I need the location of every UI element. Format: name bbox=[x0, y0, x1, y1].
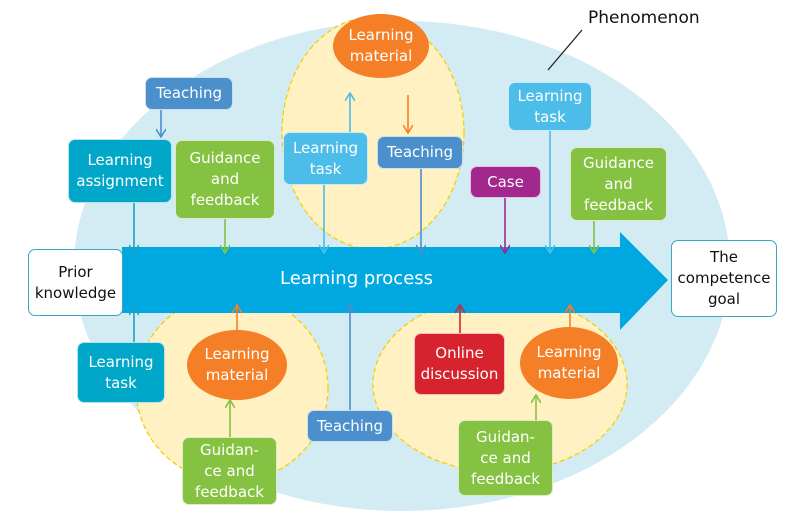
teaching-bottom-box: Teaching bbox=[307, 410, 393, 442]
online-discussion-box: Online discussion bbox=[414, 333, 505, 395]
phenomenon-label: Phenomenon bbox=[588, 8, 700, 28]
case-box: Case bbox=[470, 166, 541, 198]
teaching-center-box: Teaching bbox=[377, 136, 463, 169]
teaching-top-box: Teaching bbox=[145, 77, 233, 110]
learning-material-top-ellipse: Learning material bbox=[333, 14, 429, 78]
guidance-top-left-box: Guidance and feedback bbox=[175, 140, 275, 219]
competence-goal-box: The competence goal bbox=[671, 240, 777, 317]
learning-assignment-box: Learning assignment bbox=[68, 139, 172, 203]
learning-material-bottom-left-ellipse: Learning material bbox=[187, 330, 287, 400]
guidance-right-box: Guidance and feedback bbox=[570, 147, 667, 221]
learning-material-bottom-right-ellipse: Learning material bbox=[520, 327, 618, 399]
learning-task-bottom-box: Learning task bbox=[77, 342, 165, 403]
learning-task-top-box: Learning task bbox=[283, 132, 368, 185]
learning-process-arrow bbox=[122, 232, 668, 330]
learning-task-right-box: Learning task bbox=[508, 82, 592, 131]
prior-knowledge-box: Prior knowledge bbox=[28, 249, 123, 316]
guidance-bottom-right-box: Guidan- ce and feedback bbox=[458, 420, 553, 496]
connector-arrows bbox=[134, 93, 594, 437]
learning-process-label: Learning process bbox=[280, 268, 434, 289]
guidance-bottom-left-box: Guidan- ce and feedback bbox=[182, 437, 277, 505]
phenomenon-pointer bbox=[547, 29, 583, 71]
